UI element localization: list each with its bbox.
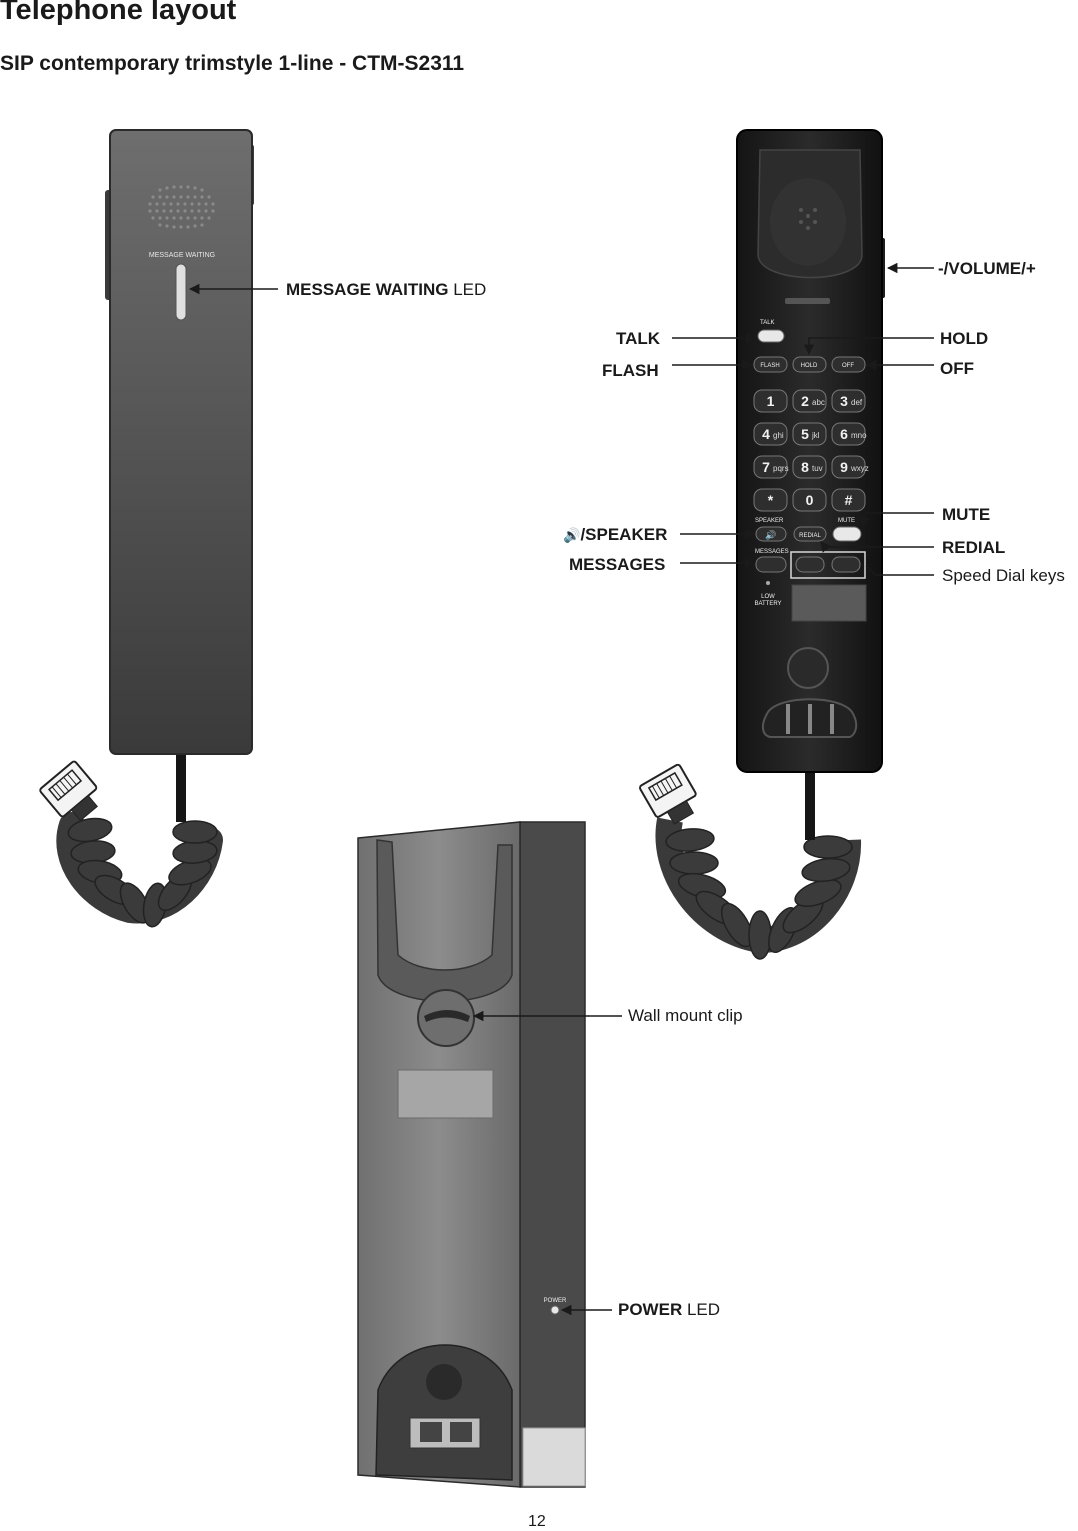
page-subtitle: SIP contemporary trimstyle 1-line - CTM-… [0, 52, 465, 75]
label-area [397, 1069, 494, 1119]
flash-key-label: FLASH [760, 363, 779, 369]
callout-volume: -/VOLUME/+ [938, 259, 1036, 278]
callout-speed-dial: Speed Dial keys [942, 566, 1065, 585]
power-print: POWER [544, 1298, 567, 1304]
key-4[interactable] [753, 422, 788, 446]
earpiece-grille [148, 185, 215, 229]
mute-print: MUTE [838, 518, 855, 524]
callout-talk: TALK [616, 329, 661, 348]
rj11-plug [39, 760, 98, 822]
speaker-print: SPEAKER [755, 518, 784, 524]
key-number-label: * [768, 492, 774, 508]
talk-key[interactable] [757, 329, 785, 343]
redial-key-label: REDIAL [799, 533, 821, 539]
callout-redial: REDIAL [942, 538, 1006, 557]
coiled-cord-front-segments [665, 828, 853, 960]
talk-print: TALK [760, 320, 775, 326]
key-number-label: 2 [801, 393, 809, 409]
message-waiting-print: MESSAGE WAITING [149, 252, 215, 259]
page-number: 12 [528, 1513, 546, 1530]
callout-speaker: 🔊/SPEAKER [563, 525, 668, 544]
key-number-label: 5 [801, 426, 809, 442]
key-6[interactable] [831, 422, 866, 446]
handset-back-body [109, 129, 253, 755]
low-battery-print-1: LOW [761, 594, 775, 600]
speed-dial-label-window [791, 584, 867, 622]
hold-key-label: HOLD [801, 363, 818, 369]
key-7[interactable] [753, 455, 788, 479]
key-3[interactable] [831, 389, 866, 413]
key-number-label: 3 [840, 393, 848, 409]
hold-key[interactable] [792, 356, 827, 373]
callout-messages: MESSAGES [569, 555, 666, 574]
callout-mute: MUTE [942, 505, 991, 524]
coiled-cord-segments [67, 817, 218, 928]
key-number-label: 1 [767, 393, 775, 409]
key-9[interactable] [831, 455, 866, 479]
key-5[interactable] [792, 422, 827, 446]
key-letters-label: def [851, 398, 863, 407]
key-letters-label: wxyz [850, 464, 869, 473]
key-number-label: 6 [840, 426, 848, 442]
callout-wall-mount: Wall mount clip [628, 1006, 743, 1025]
callout-message-waiting: MESSAGE WAITING LED [286, 280, 487, 299]
flash-key[interactable] [753, 356, 788, 373]
speaker-callout-icon: 🔊 [563, 528, 581, 544]
key-2[interactable] [792, 389, 827, 413]
off-key-label: OFF [842, 363, 854, 369]
key-star[interactable] [753, 488, 788, 512]
key-number-label: 7 [762, 459, 770, 475]
handset-cradle [376, 839, 513, 1002]
key-letters-label: pqrs [773, 464, 789, 473]
key-8[interactable] [792, 455, 827, 479]
handset-back-view: MESSAGE WAITING [39, 129, 254, 928]
callout-lines [188, 262, 934, 1316]
earpiece-holes [799, 208, 817, 230]
key-number-label: 8 [801, 459, 809, 475]
key-letters-label: mno [851, 431, 867, 440]
key-letters-label: tuv [812, 464, 823, 473]
redial-key[interactable] [793, 526, 827, 542]
key-number-label: # [845, 492, 853, 508]
speed-dial-key-1[interactable] [795, 556, 825, 573]
callout-hold: HOLD [940, 329, 989, 348]
speaker-icon: 🔊 [765, 529, 776, 541]
low-battery-led [766, 581, 770, 585]
power-led [550, 1305, 560, 1315]
low-battery-print-2: BATTERY [754, 601, 781, 607]
key-0[interactable] [792, 488, 827, 512]
messages-print: MESSAGES [755, 549, 789, 555]
rj11-plug-front [639, 763, 697, 825]
key-letters-label: ghi [773, 431, 784, 440]
microphone [787, 647, 829, 689]
key-pound[interactable] [831, 488, 866, 512]
speaker-key[interactable] [755, 526, 787, 542]
key-number-label: 0 [806, 492, 814, 508]
callout-power: POWER LED [618, 1300, 721, 1319]
speed-dial-key-2[interactable] [831, 556, 861, 573]
key-letters-label: jkl [811, 431, 820, 440]
base-unit: POWER [357, 821, 586, 1488]
key-number-label: 4 [762, 426, 770, 442]
callout-off: OFF [940, 359, 974, 378]
page-title: Telephone layout [0, 0, 237, 26]
key-1[interactable] [753, 389, 788, 413]
key-number-label: 9 [840, 459, 848, 475]
callout-flash: FLASH [602, 361, 659, 380]
off-key[interactable] [831, 356, 866, 373]
messages-key[interactable] [755, 556, 787, 573]
message-waiting-led [175, 263, 187, 321]
mute-key[interactable] [832, 526, 862, 542]
key-letters-label: abc [812, 398, 825, 407]
